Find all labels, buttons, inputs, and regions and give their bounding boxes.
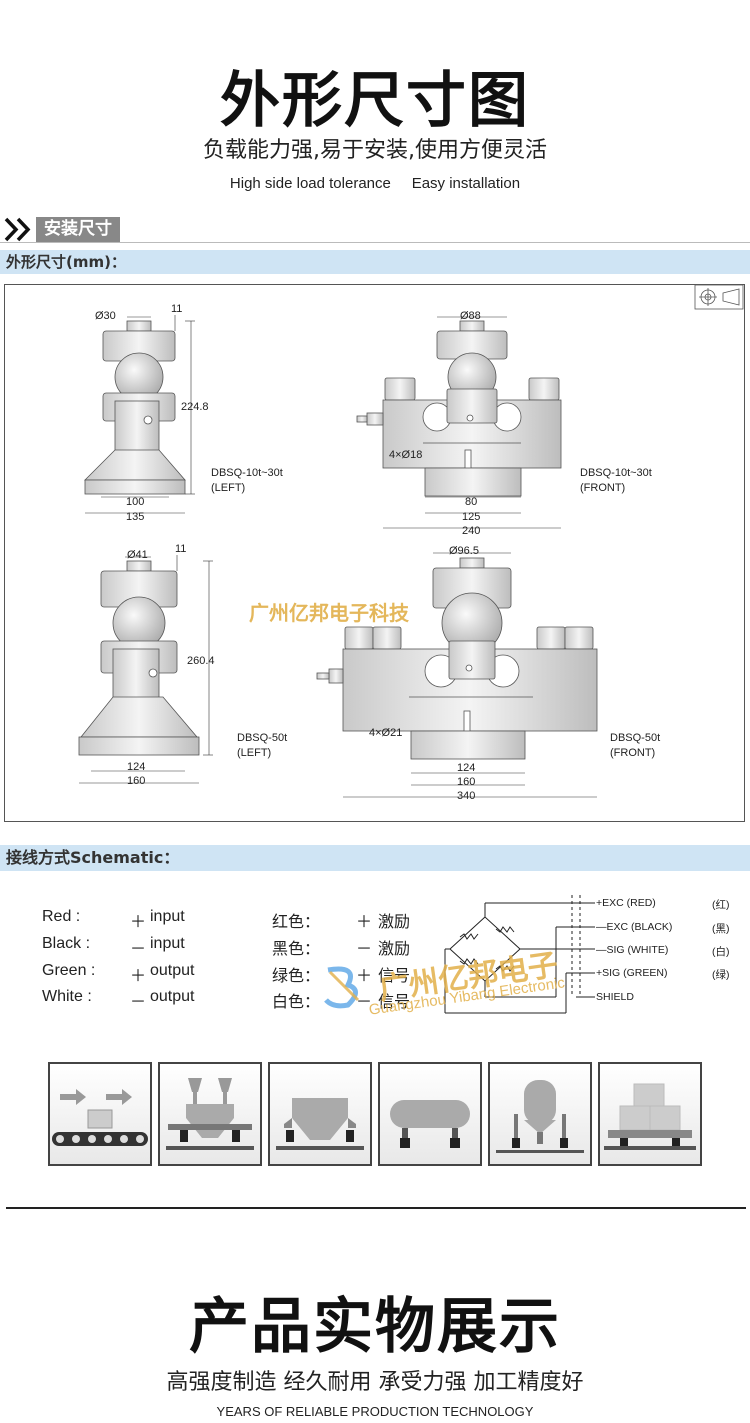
row-black-sign: － bbox=[130, 941, 147, 958]
bf-d-top: Ø96.5 bbox=[449, 545, 479, 557]
bl-view: (LEFT) bbox=[237, 747, 272, 759]
company-logo-icon bbox=[324, 966, 360, 1009]
row-green-color: Green : bbox=[42, 962, 96, 979]
twin-hopper-icon bbox=[166, 1078, 254, 1150]
section2-subtitle-en: YEARS OF RELIABLE PRODUCTION TECHNOLOGY bbox=[216, 1404, 534, 1419]
bridge-label-exc-red: +EXC (RED) bbox=[596, 897, 656, 909]
row-green-sign: ＋ bbox=[130, 968, 147, 985]
subtitle-en-part2: Easy installation bbox=[411, 175, 521, 192]
app-icon-twin-hopper bbox=[158, 1062, 262, 1166]
tf-view: (FRONT) bbox=[580, 482, 626, 494]
bridge-cn-green: (绿) bbox=[712, 969, 730, 981]
row-black-func-cn: 激励 bbox=[378, 939, 411, 958]
section-tag: 安装尺寸 bbox=[36, 217, 120, 242]
row-white-func-cn: 信号 bbox=[378, 992, 411, 1011]
dimension-drawing bbox=[78, 285, 744, 798]
row-green-color-cn: 绿色： bbox=[272, 966, 321, 985]
wiring-table: Red : ＋ input 红色： ＋ 激励 Black : － input 黑… bbox=[42, 908, 422, 1020]
tf-w1: 80 bbox=[465, 496, 478, 508]
wiring-banner: 接线方式Schematic： bbox=[0, 845, 750, 871]
row-green-func: output bbox=[150, 962, 195, 979]
tag-underline bbox=[0, 242, 750, 243]
bf-w1: 124 bbox=[457, 762, 476, 774]
dims-banner: 外形尺寸(mm)： bbox=[0, 250, 750, 274]
bf-w2: 160 bbox=[457, 776, 476, 788]
row-black-color-cn: 黑色： bbox=[272, 939, 321, 958]
drawing-panel: Ø30 11 224.8 100 135 DBSQ-10t~30t (LEFT)… bbox=[4, 284, 745, 822]
tf-model: DBSQ-10t~30t bbox=[580, 467, 652, 479]
bridge-label-shield: SHIELD bbox=[596, 991, 634, 1003]
page-subtitle-en: High side load tolerance Easy installati… bbox=[0, 175, 750, 192]
tl-w1: 100 bbox=[126, 496, 145, 508]
tl-d-top: Ø30 bbox=[95, 310, 116, 322]
row-red-color-cn: 红色： bbox=[272, 912, 321, 931]
tf-d-top: Ø88 bbox=[460, 310, 481, 322]
bf-w3: 340 bbox=[457, 790, 476, 802]
page-title: 外形尺寸图 bbox=[220, 66, 530, 136]
app-icon-platform bbox=[598, 1062, 702, 1166]
row-green-func-cn: 信号 bbox=[378, 966, 411, 985]
section-divider bbox=[6, 1207, 746, 1209]
row-white-color: White : bbox=[42, 988, 92, 1005]
row-white-func: output bbox=[150, 988, 195, 1005]
tf-w2: 125 bbox=[462, 511, 481, 523]
row-red-func-cn: 激励 bbox=[378, 912, 411, 931]
page-subtitle: 负载能力强,易于安装,使用方便灵活 bbox=[203, 138, 547, 163]
row-white-sign-cn: － bbox=[356, 994, 373, 1011]
tl-height: 224.8 bbox=[181, 401, 209, 413]
bridge-schematic bbox=[444, 895, 595, 1014]
bf-view: (FRONT) bbox=[610, 747, 656, 759]
bridge-label-sig-green: +SIG (GREEN) bbox=[596, 967, 668, 979]
tl-d-gap: 11 bbox=[171, 303, 183, 315]
double-chevron-icon bbox=[4, 217, 31, 242]
row-black-sign-cn: － bbox=[356, 941, 373, 958]
row-red-sign: ＋ bbox=[130, 914, 147, 931]
row-red-func: input bbox=[150, 908, 185, 925]
tl-model: DBSQ-10t~30t bbox=[211, 467, 283, 479]
row-green-sign-cn: ＋ bbox=[356, 968, 373, 985]
bl-w1: 124 bbox=[127, 761, 146, 773]
bl-w2: 160 bbox=[127, 775, 146, 787]
bridge-label-exc-black: —EXC (BLACK) bbox=[596, 921, 673, 933]
bridge-label-sig-white: —SIG (WHITE) bbox=[596, 944, 669, 956]
bridge-cn-black: (黑) bbox=[712, 923, 730, 935]
app-icon-vertical-tank bbox=[488, 1062, 592, 1166]
tl-view: (LEFT) bbox=[211, 482, 246, 494]
bridge-cn-white: (白) bbox=[712, 946, 730, 958]
row-red-sign-cn: ＋ bbox=[356, 914, 373, 931]
bf-holes: 4×Ø21 bbox=[369, 727, 403, 739]
row-white-color-cn: 白色： bbox=[272, 992, 321, 1011]
row-black-color: Black : bbox=[42, 935, 91, 952]
vertical-tank-icon bbox=[496, 1080, 584, 1153]
app-icon-conveyor bbox=[48, 1062, 152, 1166]
tf-w3: 240 bbox=[462, 525, 481, 537]
hopper-icon bbox=[276, 1098, 364, 1150]
tl-w2: 135 bbox=[126, 511, 145, 523]
row-black-func: input bbox=[150, 935, 185, 952]
tf-holes: 4×Ø18 bbox=[389, 449, 423, 461]
app-icon-hopper bbox=[268, 1062, 372, 1166]
bf-model: DBSQ-50t bbox=[610, 732, 661, 744]
subtitle-en-part1: High side load tolerance bbox=[229, 175, 391, 192]
row-white-sign: － bbox=[130, 994, 147, 1011]
bl-d-top: Ø41 bbox=[127, 549, 148, 561]
conveyor-icon bbox=[52, 1089, 148, 1146]
bl-d-gap: 11 bbox=[175, 543, 187, 555]
bl-height: 260.4 bbox=[187, 655, 215, 667]
platform-icon bbox=[604, 1083, 696, 1150]
app-icon-horizontal-tank bbox=[378, 1062, 482, 1166]
bridge-cn-red: (红) bbox=[712, 899, 730, 911]
bl-model: DBSQ-50t bbox=[237, 732, 288, 744]
row-red-color: Red : bbox=[42, 908, 81, 925]
horizontal-tank-icon bbox=[390, 1100, 470, 1148]
drawing-watermark: 广州亿邦电子科技 bbox=[249, 601, 409, 625]
section2-subtitle: 高强度制造 经久耐用 承受力强 加工精度好 bbox=[166, 1370, 584, 1395]
section2-title: 产品实物展示 bbox=[189, 1292, 561, 1362]
